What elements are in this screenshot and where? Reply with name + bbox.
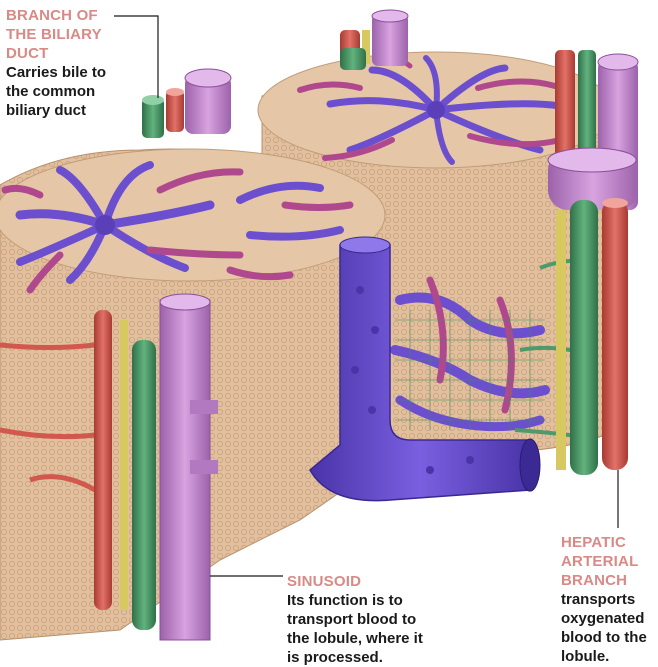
callout-sinusoid-title: SINUSOID	[287, 572, 487, 591]
callout-biliary-title-line: DUCT	[6, 44, 146, 63]
hepatic-artery-left	[94, 310, 112, 610]
callout-biliary-desc-line: Carries bile to	[6, 63, 146, 82]
callout-biliary-title-line: BRANCH OF	[6, 6, 146, 25]
callout-hepatic-arterial-branch: HEPATIC ARTERIAL BRANCH transports oxyge…	[561, 533, 657, 666]
callout-hepatic-title-line: BRANCH	[561, 571, 657, 590]
top-right-tubes	[548, 50, 638, 210]
callout-sinusoid-desc-line: is processed.	[287, 648, 487, 667]
callout-hepatic-description: transports oxygenated blood to the lobul…	[561, 590, 657, 666]
callout-hepatic-title-line: ARTERIAL	[561, 552, 657, 571]
callout-biliary-duct: BRANCH OF THE BILIARY DUCT Carries bile …	[6, 6, 146, 120]
biliary-duct-tubes	[142, 69, 231, 138]
callout-sinusoid-title-line: SINUSOID	[287, 572, 487, 591]
callout-hepatic-title: HEPATIC ARTERIAL BRANCH	[561, 533, 657, 590]
callout-sinusoid-desc-line: the lobule, where it	[287, 629, 487, 648]
callout-sinusoid-desc-line: transport blood to	[287, 610, 487, 629]
callout-hepatic-title-line: HEPATIC	[561, 533, 657, 552]
callout-biliary-title: BRANCH OF THE BILIARY DUCT	[6, 6, 146, 63]
callout-biliary-desc-line: the common	[6, 82, 146, 101]
callout-sinusoid-description: Its function is to transport blood to th…	[287, 591, 487, 667]
callout-sinusoid: SINUSOID Its function is to transport bl…	[287, 572, 487, 667]
bile-duct-left	[132, 340, 156, 630]
callout-biliary-desc-line: biliary duct	[6, 101, 146, 120]
callout-biliary-description: Carries bile to the common biliary duct	[6, 63, 146, 120]
callout-hepatic-desc-line: blood to the	[561, 628, 657, 647]
top-center-tubes	[340, 10, 408, 70]
callout-hepatic-desc-line: oxygenated	[561, 609, 657, 628]
central-vein-back	[427, 101, 445, 119]
callout-hepatic-desc-line: lobule.	[561, 647, 657, 666]
hepatic-arterial-branch	[602, 200, 628, 470]
central-vein-front	[95, 215, 115, 235]
callout-hepatic-desc-line: transports	[561, 590, 657, 609]
callout-biliary-title-line: THE BILIARY	[6, 25, 146, 44]
callout-sinusoid-desc-line: Its function is to	[287, 591, 487, 610]
lymph-vessel-left	[120, 320, 128, 610]
